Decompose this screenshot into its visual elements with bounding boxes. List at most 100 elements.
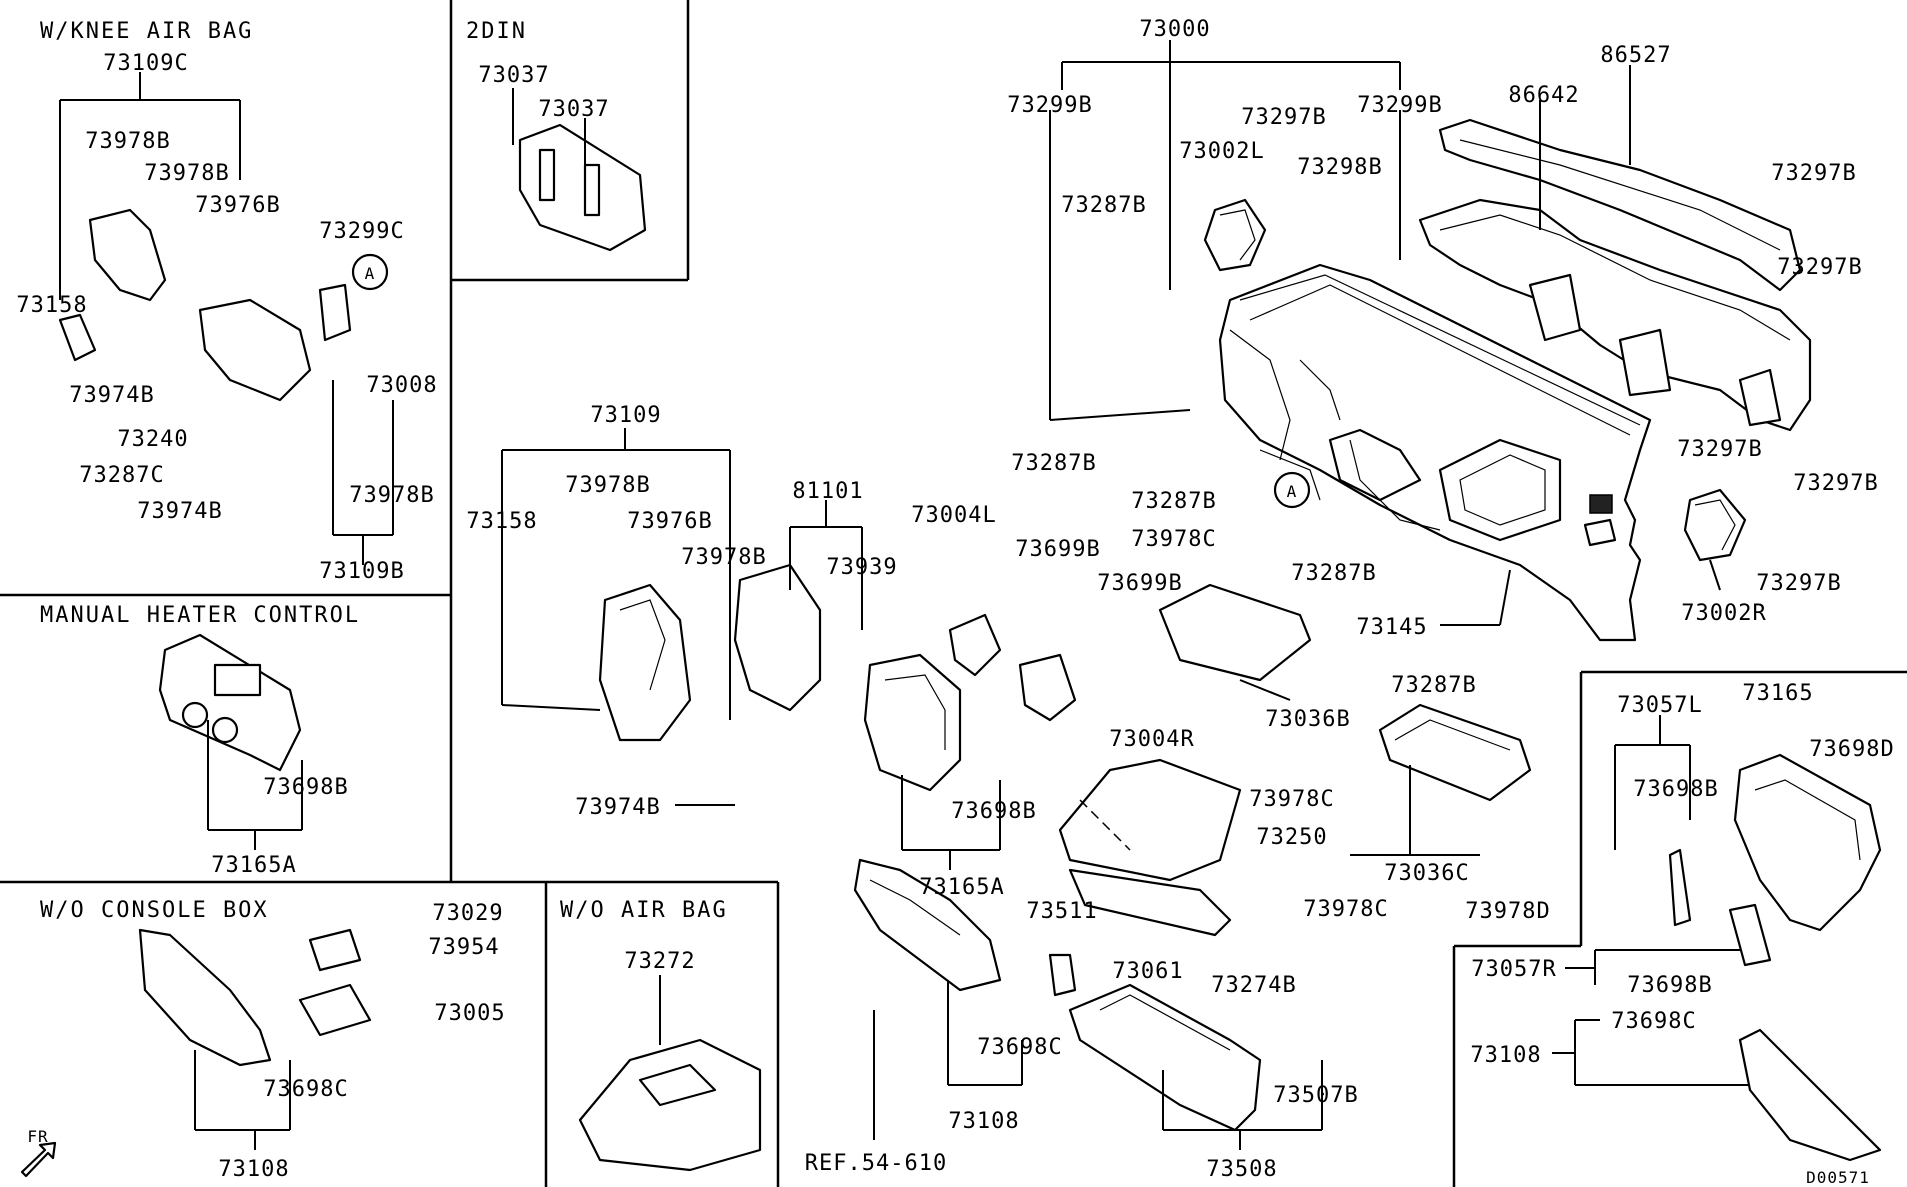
center-panel-drawings — [598, 563, 1077, 992]
label-73698b-m: 73698B — [951, 799, 1036, 824]
label-86527: 86527 — [1600, 43, 1671, 68]
label-73511: 73511 — [1026, 899, 1097, 924]
label-73165a-m: 73165A — [919, 875, 1004, 900]
label-73299b-right: 73299B — [1357, 93, 1442, 118]
label-73057l: 73057L — [1617, 693, 1702, 718]
label-73108-w: 73108 — [218, 1157, 289, 1182]
label-73036b: 73036B — [1265, 707, 1350, 732]
label-73109: 73109 — [590, 403, 661, 428]
label-73297b-r2: 73297B — [1777, 255, 1862, 280]
callout-circle-a-main — [1273, 471, 1311, 509]
air-duct-drawing — [1418, 198, 1812, 432]
label-73004l: 73004L — [911, 503, 996, 528]
label-73978d: 73978D — [1465, 899, 1550, 924]
section-title-manual-heater: MANUAL HEATER CONTROL — [40, 603, 360, 628]
two-din-bezel-drawing — [518, 123, 647, 252]
label-73287b-a: 73287B — [1061, 193, 1146, 218]
label-73978c-c: 73978C — [1303, 897, 1388, 922]
label-73698b-r2: 73698B — [1627, 973, 1712, 998]
label-73976b-m: 73976B — [627, 509, 712, 534]
wo-air-bag-drawing — [578, 1038, 762, 1172]
label-73297b-r1: 73297B — [1771, 161, 1856, 186]
label-73250: 73250 — [1256, 825, 1327, 850]
label-73165: 73165 — [1742, 681, 1813, 706]
label-73974b-k1: 73974B — [69, 383, 154, 408]
defroster-duct-drawing — [1438, 118, 1802, 292]
label-73699b-b: 73699B — [1097, 571, 1182, 596]
callout-a-left: A — [365, 264, 376, 283]
label-73978b-k3: 73978B — [349, 483, 434, 508]
label-73274b: 73274B — [1211, 973, 1296, 998]
label-73974b-m: 73974B — [575, 795, 660, 820]
wo-console-drawings — [138, 928, 372, 1067]
instrument-panel-drawing — [1218, 263, 1652, 642]
label-73978c-b: 73978C — [1249, 787, 1334, 812]
label-73976b-k: 73976B — [195, 193, 280, 218]
section-title-2din: 2DIN — [466, 19, 527, 44]
label-73978b-k2: 73978B — [144, 161, 229, 186]
part-labels: 73000 86527 86642 73299B 73299B 73297B 7… — [16, 17, 1894, 1187]
label-73037-a: 73037 — [478, 63, 549, 88]
label-73508: 73508 — [1206, 1157, 1277, 1182]
label-73287b-d: 73287B — [1291, 561, 1376, 586]
label-73298b: 73298B — [1297, 155, 1382, 180]
side-vent-drawings — [1203, 198, 1747, 562]
label-73698d: 73698D — [1809, 737, 1894, 762]
label-73299b-left: 73299B — [1007, 93, 1092, 118]
label-ref-54-610: REF.54-610 — [805, 1151, 947, 1176]
label-73297b-r3: 73297B — [1677, 437, 1762, 462]
label-73698c-w: 73698C — [263, 1077, 348, 1102]
label-73507b: 73507B — [1273, 1083, 1358, 1108]
label-73165a-h: 73165A — [211, 853, 296, 878]
label-73287b-b: 73287B — [1011, 451, 1096, 476]
front-arrow-icon — [20, 1141, 57, 1178]
leader-lines — [59, 40, 1750, 1150]
label-73037-b: 73037 — [538, 97, 609, 122]
label-73145: 73145 — [1356, 615, 1427, 640]
right-inset-drawings — [1668, 753, 1882, 1162]
label-73000: 73000 — [1139, 17, 1210, 42]
glove-box-lid-drawing — [1058, 758, 1242, 937]
label-73297b-r5: 73297B — [1756, 571, 1841, 596]
label-73240: 73240 — [117, 427, 188, 452]
lower-panel-drawings — [1158, 583, 1532, 802]
section-title-knee-air-bag: W/KNEE AIR BAG — [40, 19, 253, 44]
label-73954: 73954 — [428, 935, 499, 960]
label-81101: 81101 — [792, 479, 863, 504]
label-73109b: 73109B — [319, 559, 404, 584]
label-73698c-r: 73698C — [1611, 1009, 1696, 1034]
label-73287b-c: 73287B — [1131, 489, 1216, 514]
label-73008: 73008 — [366, 373, 437, 398]
label-86642: 86642 — [1508, 83, 1579, 108]
label-73057r: 73057R — [1471, 957, 1556, 982]
label-73005: 73005 — [434, 1001, 505, 1026]
label-73299c: 73299C — [319, 219, 404, 244]
label-73002r: 73002R — [1681, 601, 1766, 626]
section-title-wo-air-bag: W/O AIR BAG — [560, 898, 728, 923]
label-73978c-a: 73978C — [1131, 527, 1216, 552]
label-73108-m: 73108 — [948, 1109, 1019, 1134]
label-73108-r: 73108 — [1470, 1043, 1541, 1068]
label-73974b-k2: 73974B — [137, 499, 222, 524]
label-73939: 73939 — [826, 555, 897, 580]
label-73272: 73272 — [624, 949, 695, 974]
label-73109c: 73109C — [103, 51, 188, 76]
label-73061: 73061 — [1112, 959, 1183, 984]
label-73698c-m: 73698C — [977, 1035, 1062, 1060]
label-73287c: 73287C — [79, 463, 164, 488]
label-73002l: 73002L — [1179, 139, 1264, 164]
label-drawing-number: D00571 — [1806, 1168, 1870, 1187]
label-73698b-h: 73698B — [263, 775, 348, 800]
label-73158-m: 73158 — [466, 509, 537, 534]
label-73297b-top: 73297B — [1241, 105, 1326, 130]
label-73699b-a: 73699B — [1015, 537, 1100, 562]
label-fr: FR — [27, 1127, 48, 1146]
callout-a-main: A — [1287, 482, 1298, 501]
label-73029: 73029 — [432, 901, 503, 926]
label-73297b-r4: 73297B — [1793, 471, 1878, 496]
label-73036c: 73036C — [1384, 861, 1469, 886]
label-73978b-m2: 73978B — [681, 545, 766, 570]
knee-air-bag-drawings — [58, 208, 352, 402]
glove-box-drawing — [1048, 953, 1262, 1132]
